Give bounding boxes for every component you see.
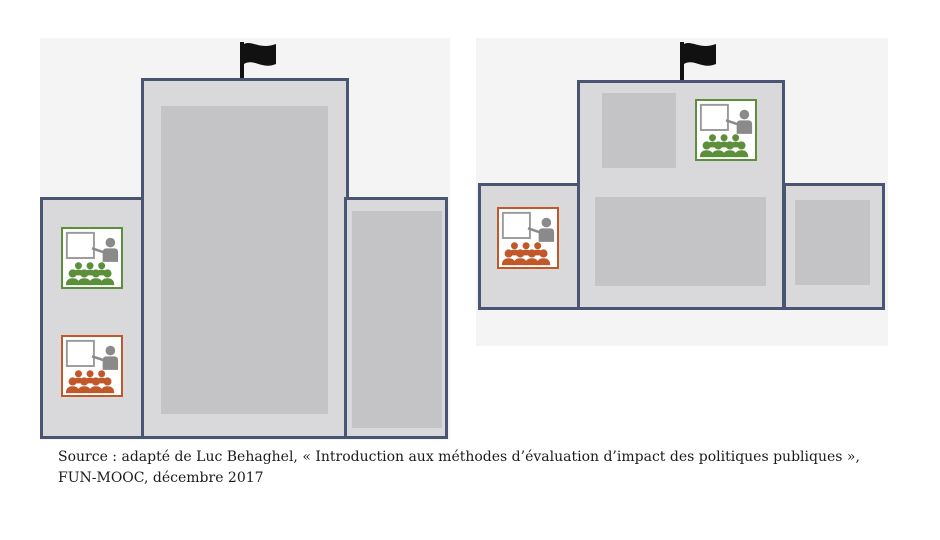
classroom-icon-green bbox=[695, 99, 757, 161]
left-school-main-block bbox=[141, 78, 349, 439]
flag-icon bbox=[680, 42, 716, 80]
flag-icon bbox=[240, 42, 276, 80]
classroom-icon-orange bbox=[61, 335, 123, 397]
right-school-room-top-left bbox=[602, 93, 676, 168]
left-school-east-wing bbox=[344, 197, 448, 439]
board-shape bbox=[65, 339, 95, 367]
right-school-room-bottom bbox=[595, 197, 766, 286]
classroom-icon-green bbox=[61, 227, 123, 289]
board-shape bbox=[65, 231, 95, 259]
left-school-main-room bbox=[161, 106, 328, 414]
classroom-icon-orange bbox=[497, 207, 559, 269]
right-school-east-room bbox=[795, 200, 870, 285]
source-caption: Source : adapté de Luc Behaghel, « Intro… bbox=[58, 449, 860, 486]
right-school-east-wing bbox=[783, 183, 885, 310]
board-shape bbox=[699, 103, 729, 131]
left-school-east-room bbox=[352, 211, 442, 428]
board-shape bbox=[501, 211, 531, 239]
